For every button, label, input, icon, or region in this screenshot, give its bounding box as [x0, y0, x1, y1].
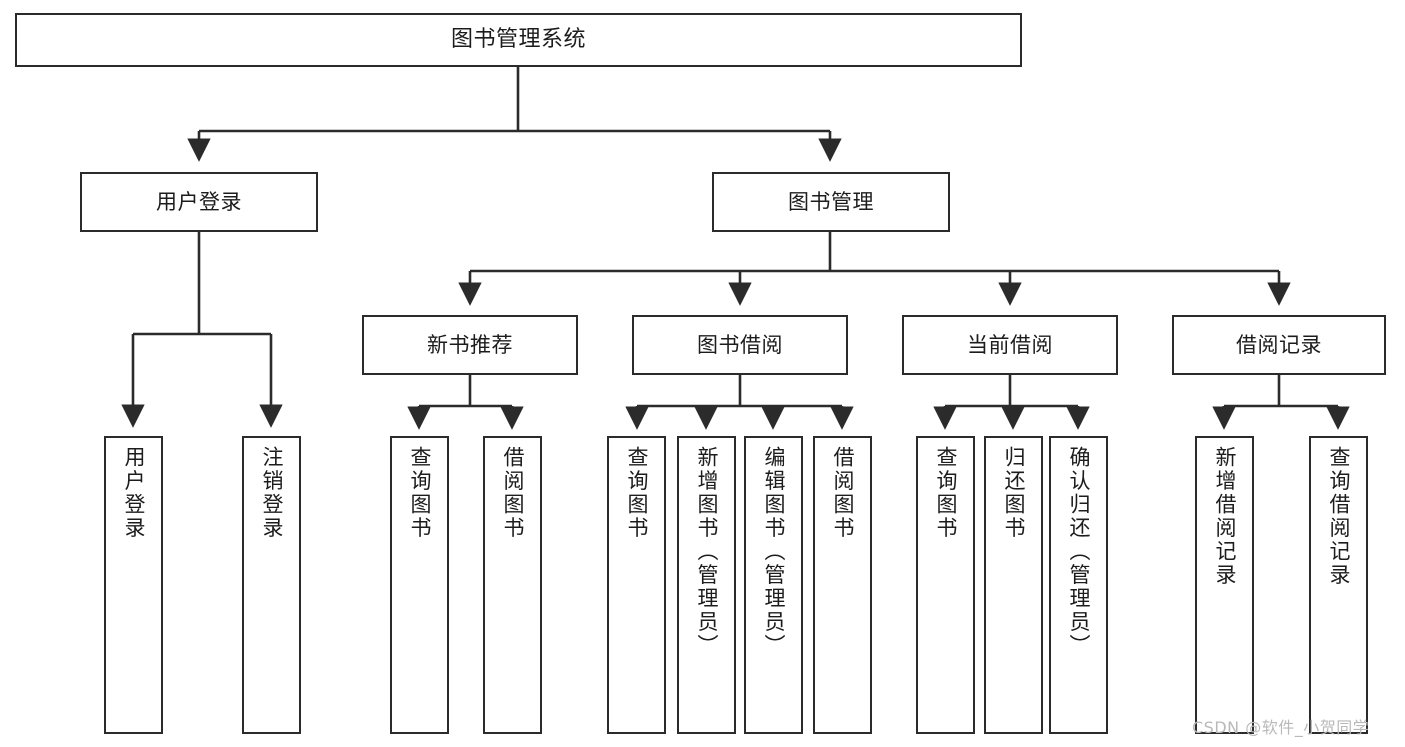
node-label: 图书管理系统: [450, 27, 586, 53]
node-new-book-recommend[interactable]: 新书推荐: [362, 315, 578, 375]
node-user-login[interactable]: 用户登录: [80, 172, 318, 232]
node-label: 图书管理: [788, 189, 874, 214]
node-label: 注销登录: [260, 446, 284, 540]
leaf-borrow-borrow-book[interactable]: 借阅图书: [813, 436, 872, 734]
node-label: 查询借阅记录: [1327, 446, 1351, 587]
node-label: 图书借阅: [697, 332, 783, 357]
leaf-user-login[interactable]: 用户登录: [104, 436, 163, 734]
node-label: 借阅图书: [501, 446, 525, 540]
leaf-current-confirm-return-admin[interactable]: 确认归还（管理员）: [1049, 436, 1108, 734]
node-label: 查询图书: [934, 446, 958, 540]
leaf-records-query-record[interactable]: 查询借阅记录: [1309, 436, 1368, 734]
node-label: 当前借阅: [967, 332, 1053, 357]
leaf-current-query-book[interactable]: 查询图书: [916, 436, 975, 734]
leaf-borrow-edit-book-admin[interactable]: 编辑图书（管理员）: [744, 436, 803, 734]
leaf-newbook-borrow-book[interactable]: 借阅图书: [483, 436, 542, 734]
node-label: 归还图书: [1002, 446, 1026, 540]
node-label: 新增图书（管理员）: [695, 446, 719, 658]
node-book-management[interactable]: 图书管理: [712, 172, 950, 232]
leaf-newbook-query-book[interactable]: 查询图书: [390, 436, 449, 734]
node-current-borrow[interactable]: 当前借阅: [902, 315, 1118, 375]
node-label: 新增借阅记录: [1213, 446, 1237, 587]
leaf-records-add-record[interactable]: 新增借阅记录: [1195, 436, 1254, 734]
leaf-user-logout[interactable]: 注销登录: [242, 436, 301, 734]
node-root-system[interactable]: 图书管理系统: [15, 13, 1022, 67]
node-borrow-records[interactable]: 借阅记录: [1172, 315, 1386, 375]
node-label: 借阅图书: [831, 446, 855, 540]
node-label: 用户登录: [122, 446, 146, 540]
node-label: 查询图书: [408, 446, 432, 540]
node-label: 借阅记录: [1236, 332, 1322, 357]
node-label: 查询图书: [625, 446, 649, 540]
watermark: CSDN @软件_小贺同学: [1192, 718, 1370, 737]
leaf-borrow-add-book-admin[interactable]: 新增图书（管理员）: [677, 436, 736, 734]
node-label: 用户登录: [156, 189, 242, 214]
node-label: 确认归还（管理员）: [1067, 446, 1091, 658]
leaf-current-return-book[interactable]: 归还图书: [984, 436, 1043, 734]
node-book-borrow[interactable]: 图书借阅: [632, 315, 848, 375]
node-label: 新书推荐: [427, 332, 513, 357]
leaf-borrow-query-book[interactable]: 查询图书: [607, 436, 666, 734]
node-label: 编辑图书（管理员）: [762, 446, 786, 658]
